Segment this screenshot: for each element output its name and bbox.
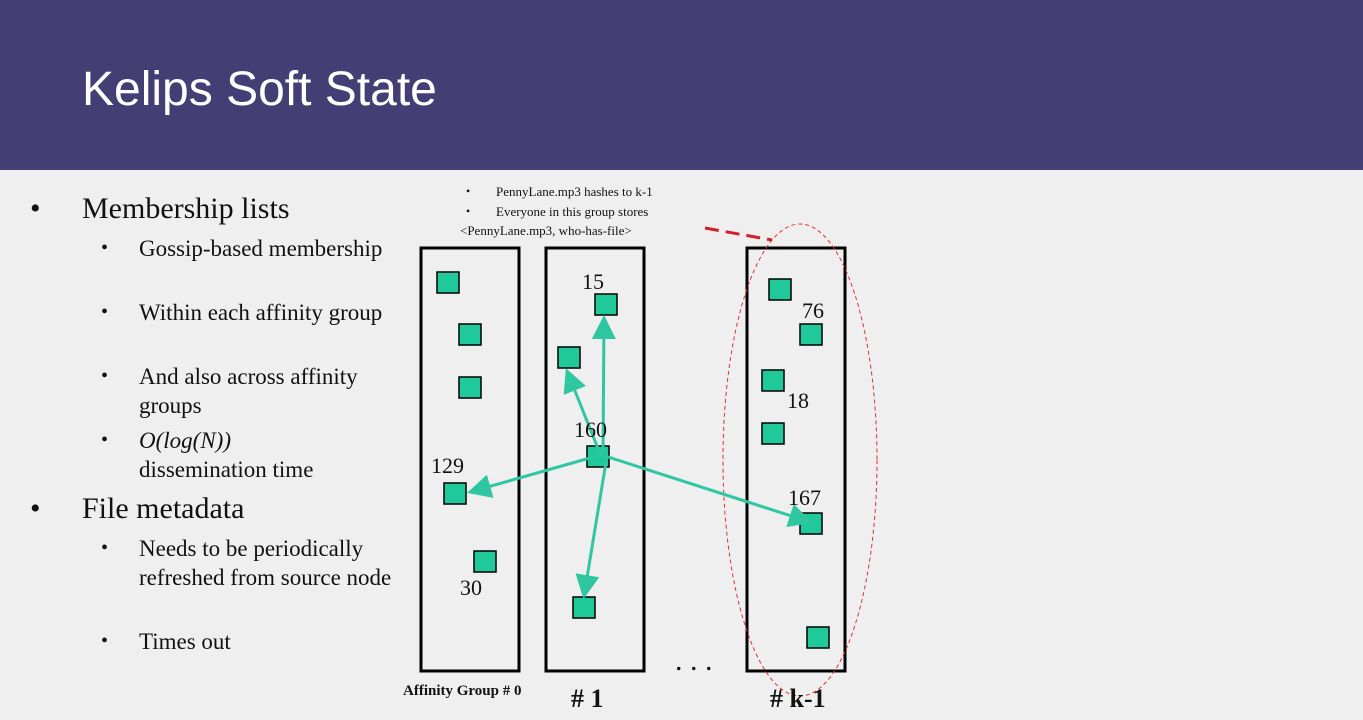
slide-title: Kelips Soft State: [82, 63, 437, 116]
sub-bullet-across-groups: And also across affinity groups: [139, 364, 358, 418]
gossip-arrow-to-15: [591, 315, 616, 457]
bullet-file-metadata: File metadata: [82, 492, 245, 525]
node-label-15: 15: [582, 269, 604, 294]
note-tuple: <PennyLane.mp3, who-has-file>: [460, 223, 632, 238]
slide-header: Kelips Soft State: [0, 0, 1363, 170]
node: [572, 596, 596, 619]
gossip-arrow-down: [575, 461, 608, 599]
node-label-76: 76: [802, 298, 824, 323]
sub-bullet-times-out: Times out: [139, 629, 231, 654]
node-label-30: 30: [460, 575, 482, 600]
bullet-dot: •: [30, 492, 41, 525]
node-label-18: 18: [787, 388, 809, 413]
node-label-160: 160: [574, 417, 607, 442]
note-group-stores: Everyone in this group stores: [496, 204, 649, 219]
affinity-group-k-1-box: [745, 246, 847, 673]
node: [557, 346, 581, 369]
sub-bullet-dot: •: [101, 237, 109, 259]
big-o-text: O(log(N)): [139, 428, 231, 453]
affinity-group-0-box: [419, 246, 521, 673]
affinity-group-1-box: [544, 246, 646, 673]
sub-bullet-gossip: Gossip-based membership: [139, 236, 383, 261]
node-label-167: 167: [788, 485, 821, 510]
node-15: [594, 293, 618, 316]
sub-bullet-refresh: Needs to be periodically refreshed from …: [139, 536, 392, 590]
node-76: [799, 323, 823, 346]
dissemination-text: dissemination time: [139, 457, 314, 482]
ellipsis: . . .: [675, 644, 713, 677]
sub-bullet-dissemination: O(log(N)) dissemination time: [139, 426, 409, 484]
gossip-arrow-to-167: [604, 454, 813, 527]
note-hash: PennyLane.mp3 hashes to k-1: [496, 184, 653, 199]
gossip-arrow-to-129: [467, 454, 598, 498]
node: [768, 278, 792, 301]
note-dot: •: [466, 204, 471, 218]
node: [806, 626, 830, 649]
node-167: [799, 512, 823, 535]
sub-bullet-dot: •: [101, 429, 109, 451]
gossip-arrow-up: [563, 368, 603, 457]
node: [436, 271, 460, 294]
bullet-list: • Membership lists • Gossip-based member…: [0, 0, 410, 720]
bullet-membership-lists: Membership lists: [82, 192, 290, 225]
sub-bullet-dot: •: [101, 630, 109, 652]
node-label-129: 129: [431, 453, 464, 478]
node-129: [443, 482, 467, 505]
sub-bullet-dot: •: [101, 301, 109, 323]
group-label-0: Affinity Group # 0: [403, 683, 521, 699]
group-label-k-1: # k-1: [770, 684, 826, 713]
node-30: [473, 550, 497, 573]
group-label-1: # 1: [571, 684, 604, 713]
node-18: [761, 369, 785, 392]
bullet-dot: •: [30, 192, 41, 225]
note-pointer-line: [704, 226, 773, 242]
sub-bullet-within-group: Within each affinity group: [139, 300, 383, 325]
node: [761, 422, 785, 445]
sub-bullet-dot: •: [101, 365, 109, 387]
node: [458, 323, 482, 346]
sub-bullet-dot: •: [101, 537, 109, 559]
group-k-1-highlight-ellipse: [722, 223, 878, 697]
note-dot: •: [466, 184, 471, 198]
node: [458, 376, 482, 399]
